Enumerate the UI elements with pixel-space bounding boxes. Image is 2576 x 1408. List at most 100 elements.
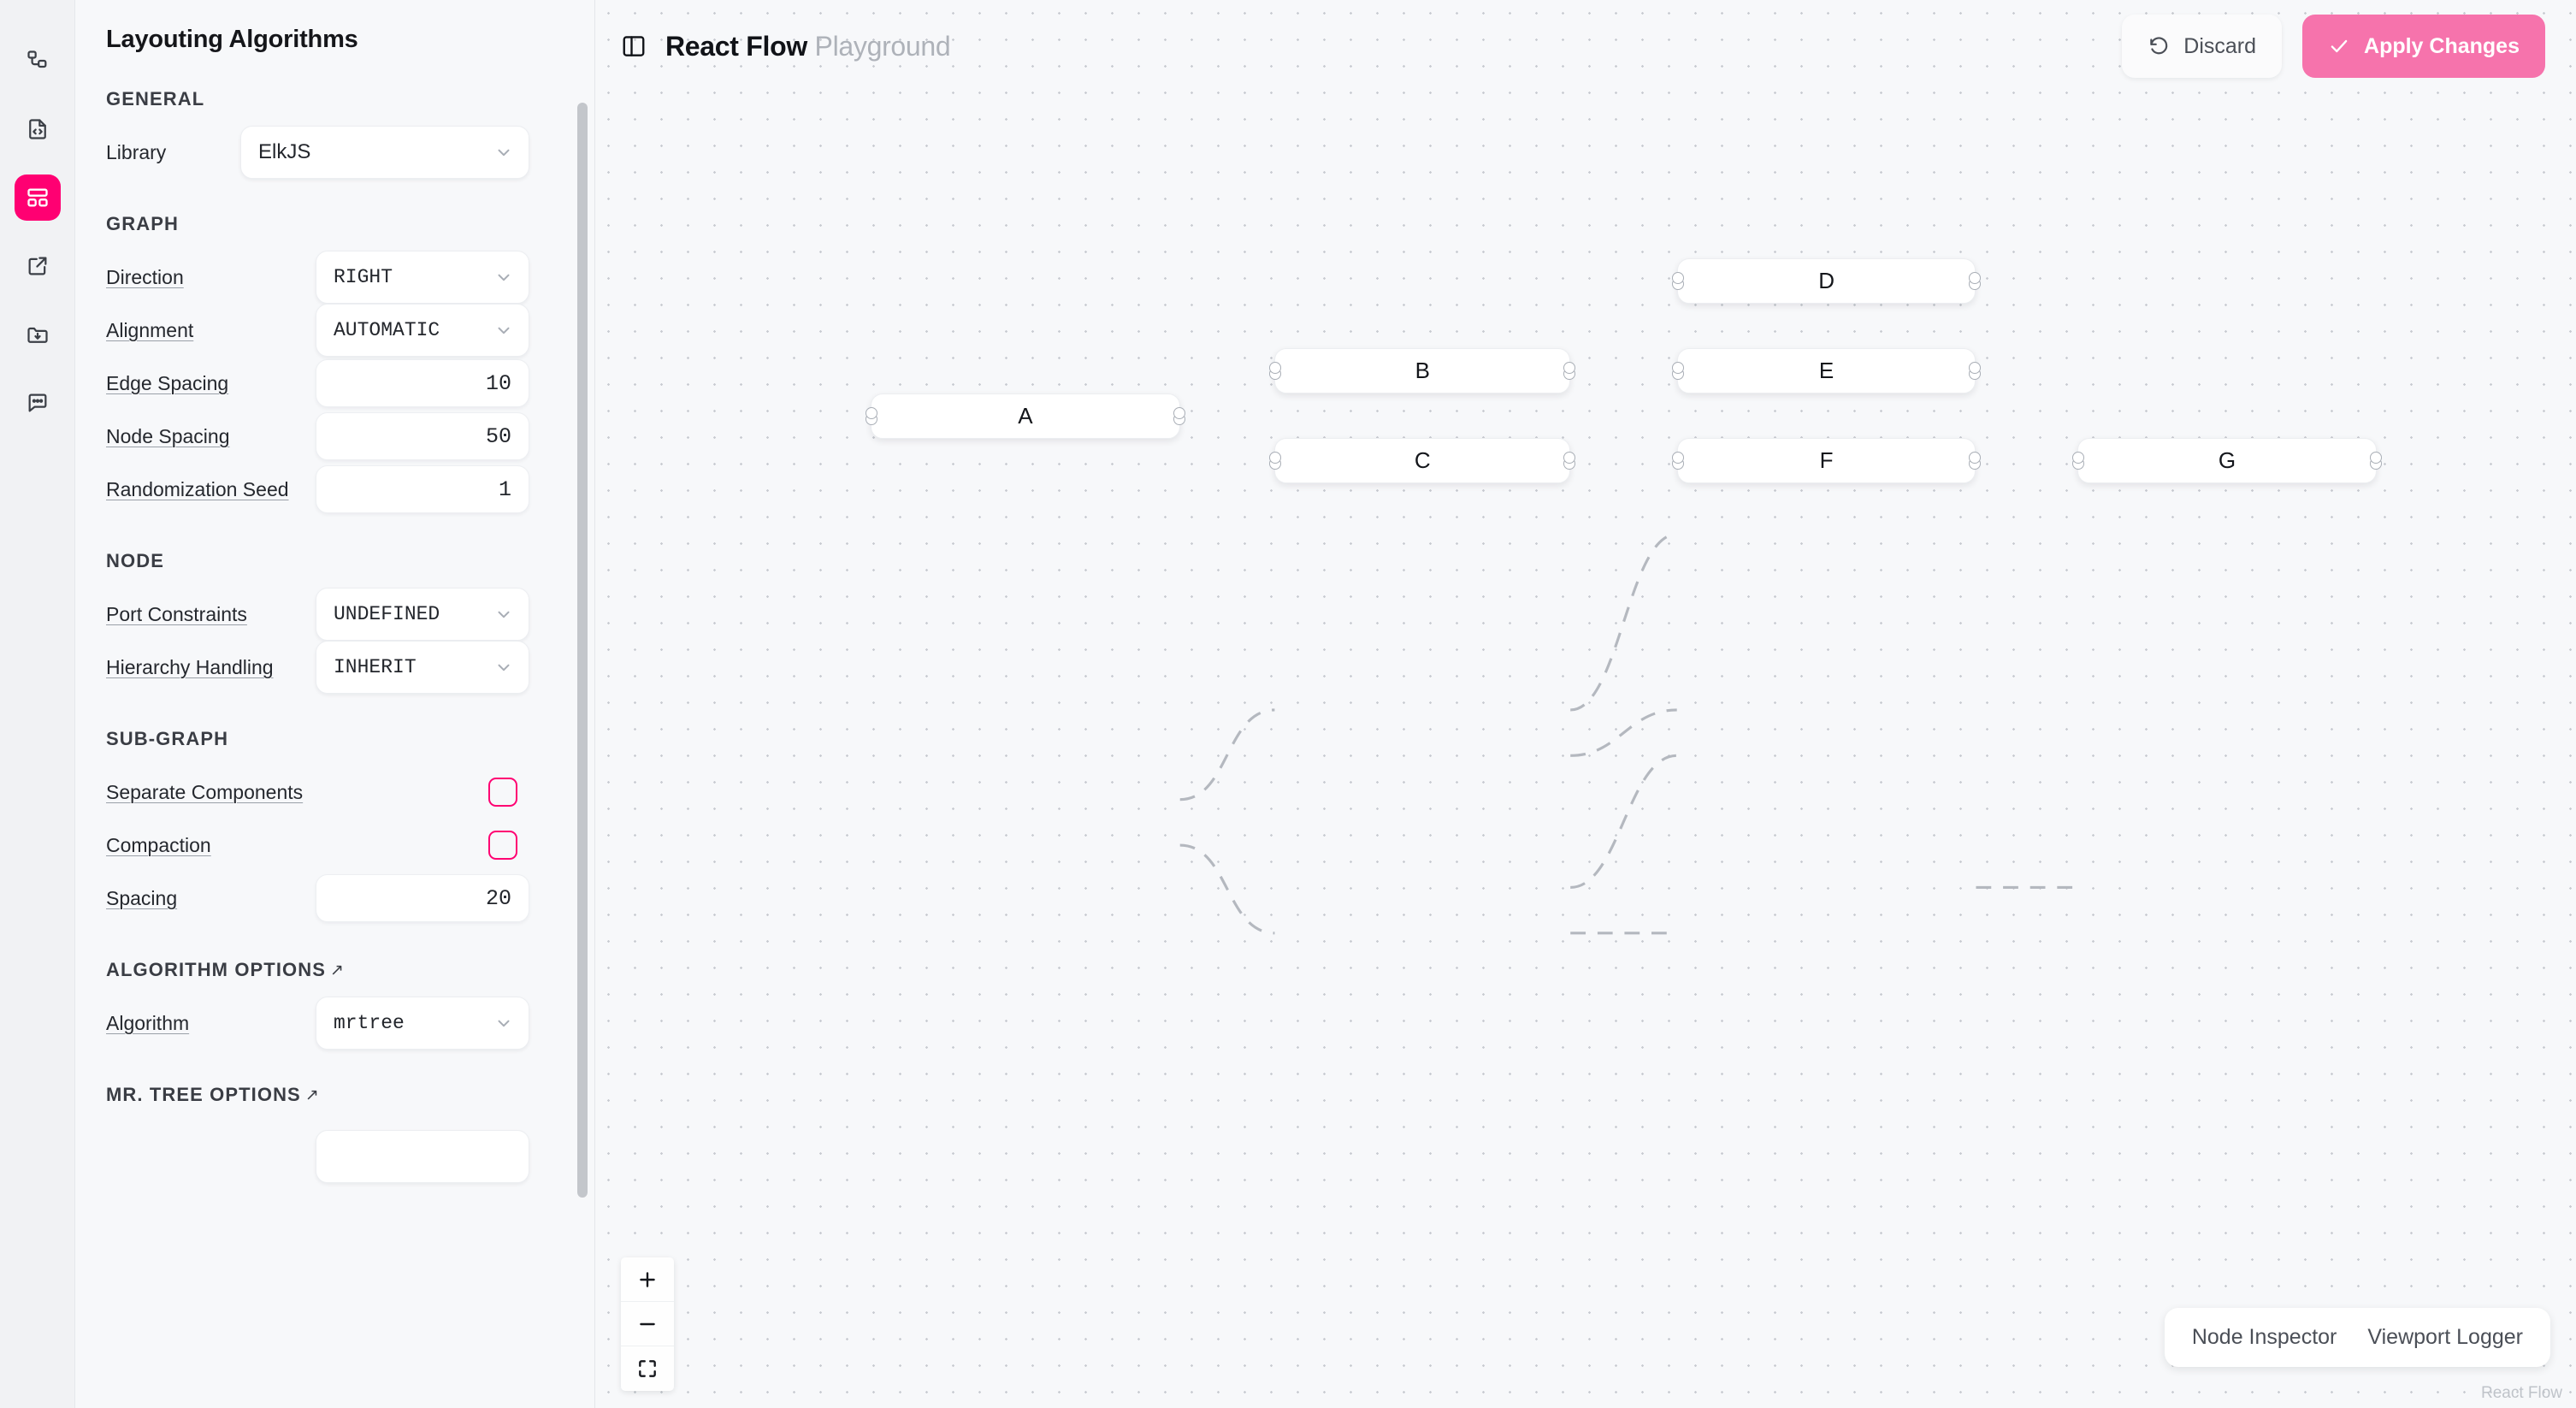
randomization-seed-input[interactable]: 1 [316,465,529,513]
handle-target-bottom[interactable] [1269,452,1282,464]
chevron-down-icon [498,149,510,157]
port-constraints-label: Port Constraints [106,602,247,625]
chevron-down-icon [498,1020,510,1027]
handle-source-bottom[interactable] [1563,362,1576,374]
flow-canvas[interactable]: React Flow Playground Discard Apply Chan… [595,0,2576,1408]
section-graph: GRAPH [75,213,560,235]
fit-view-button[interactable] [621,1346,674,1391]
handle-target-bottom[interactable] [866,407,878,419]
node-inspector-toggle[interactable]: Node Inspector [2191,1325,2337,1349]
flow-node-e[interactable]: E [1671,348,1982,393]
panel-scrollbar[interactable] [577,103,588,1198]
external-link-arrow-icon: ↗ [304,1086,320,1104]
react-flow-attribution[interactable]: React Flow [2480,1384,2562,1402]
direction-select[interactable]: RIGHT [316,251,529,304]
devtools-panel: Node Inspector Viewport Logger [2164,1308,2550,1367]
handle-source-bottom[interactable] [1173,407,1185,419]
rail-item-layout-algorithms[interactable] [14,175,61,221]
external-link-icon [26,254,50,278]
rail-item-external-link[interactable] [15,243,61,289]
alignment-select[interactable]: AUTOMATIC [316,304,529,357]
rail-item-code-file[interactable] [15,106,61,152]
flow-node-b[interactable]: B [1269,348,1576,393]
flow-node-a[interactable]: A [866,393,1185,439]
zoom-controls [621,1257,674,1391]
handle-target-bottom[interactable] [1671,272,1684,284]
separate-components-checkbox[interactable] [488,778,517,807]
handle-source-bottom[interactable] [2369,452,2382,464]
library-select[interactable]: ElkJS [240,126,529,179]
discard-button[interactable]: Discard [2122,15,2283,78]
settings-panel-scroll[interactable]: Layouting Algorithms GENERAL Library Elk… [75,0,594,1408]
layout-algorithms-icon [26,186,50,210]
fit-view-icon [639,1360,656,1377]
minus-icon [640,1322,655,1325]
chevron-down-icon [498,327,510,334]
library-label: Library [106,140,167,163]
row-mr-tree-partial [75,1130,560,1183]
apply-changes-button[interactable]: Apply Changes [2302,15,2545,78]
direction-value: RIGHT [334,266,393,288]
hierarchy-handling-label: Hierarchy Handling [106,655,274,678]
zoom-in-button[interactable] [621,1257,674,1302]
folder-download-icon [26,322,50,346]
handle-source-bottom[interactable] [1969,452,1982,464]
section-node-label: NODE [106,550,164,571]
direction-label: Direction [106,265,184,288]
edge-spacing-label: Edge Spacing [106,371,229,394]
hierarchy-handling-value: INHERIT [334,656,417,678]
randomization-seed-value: 1 [498,476,511,502]
brand-title-bold: React Flow [665,30,807,62]
rail-item-chat-bubble[interactable] [15,380,61,426]
flow-node-g[interactable]: G [2072,438,2382,483]
section-algorithm-options[interactable]: ALGORITHM OPTIONS ↗ [75,959,560,981]
handle-target-bottom[interactable] [1671,362,1684,374]
chat-bubble-icon [26,391,50,415]
port-constraints-select[interactable]: UNDEFINED [316,588,529,641]
discard-label: Discard [2183,33,2257,58]
hierarchy-handling-select[interactable]: INHERIT [316,641,529,694]
row-port-constraints: Port Constraints UNDEFINED [75,588,560,641]
alignment-label: Alignment [106,318,194,341]
section-graph-label: GRAPH [106,213,179,234]
rail-item-graph-nodes[interactable] [15,38,61,84]
panel-toggle-icon[interactable] [621,33,647,59]
section-node: NODE [75,550,560,572]
flow-node-f[interactable]: F [1671,438,1982,483]
alignment-value: AUTOMATIC [334,319,440,341]
algorithm-select[interactable]: mrtree [316,997,529,1050]
section-mr-tree-options[interactable]: MR. TREE OPTIONS ↗ [75,1084,560,1106]
handle-source-bottom[interactable] [1969,362,1982,374]
node-spacing-value: 50 [485,423,511,449]
spacing-label: Spacing [106,886,178,909]
row-alignment: Alignment AUTOMATIC [75,304,560,357]
row-library: Library ElkJS [75,126,560,179]
handle-target-bottom[interactable] [1671,452,1684,464]
viewport-logger-toggle[interactable]: Viewport Logger [2367,1325,2523,1349]
rail-item-folder-download[interactable] [15,311,61,358]
handle-source-bottom[interactable] [1969,272,1982,284]
spacing-input[interactable]: 20 [316,874,529,922]
compaction-checkbox[interactable] [488,831,517,860]
row-randomization-seed: Randomization Seed 1 [75,463,560,516]
randomization-seed-label: Randomization Seed [106,477,289,500]
edge-b-e [1570,708,1677,757]
edge-b-d [1570,532,1677,712]
edge-spacing-input[interactable]: 10 [316,359,529,407]
chevron-down-icon [498,664,510,671]
section-general-label: GENERAL [106,88,205,109]
flow-node-d[interactable]: D [1671,258,1982,304]
algorithm-label: Algorithm [106,1011,190,1034]
node-spacing-input[interactable]: 50 [316,412,529,460]
handle-source-bottom[interactable] [1563,452,1576,464]
handle-target-bottom[interactable] [1269,362,1282,374]
row-node-spacing: Node Spacing 50 [75,410,560,463]
flow-node-c[interactable]: C [1269,438,1576,483]
mr-tree-first-select[interactable] [316,1130,529,1183]
zoom-out-button[interactable] [621,1302,674,1346]
section-general: GENERAL [75,88,560,110]
flow-node-label: A [1018,403,1033,429]
handle-target-bottom[interactable] [2072,452,2085,464]
canvas-topbar: React Flow Playground Discard Apply Chan… [595,0,2576,92]
